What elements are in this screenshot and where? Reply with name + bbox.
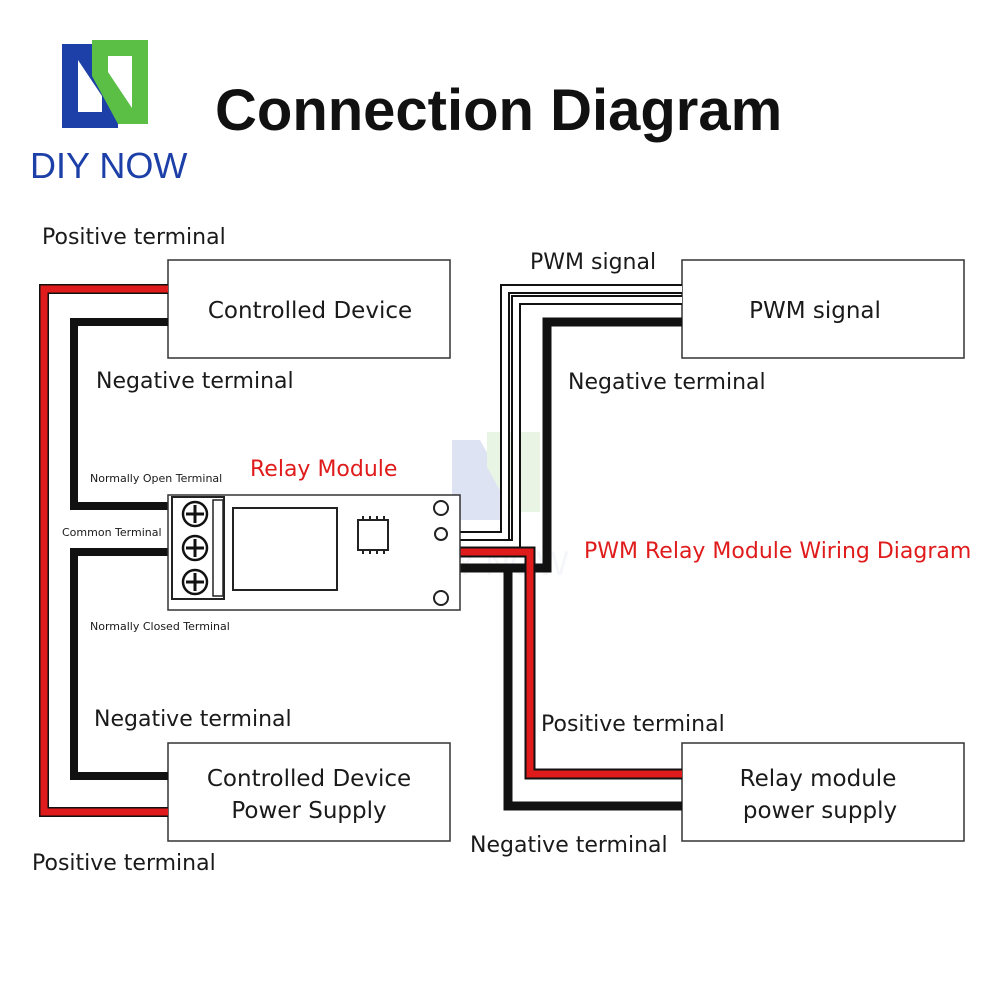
controlled-device-power-supply-line1: Controlled Device [207,766,411,792]
label-negative-terminal-pwm: Negative terminal [568,370,766,395]
label-negative-terminal-top: Negative terminal [96,369,294,394]
relay-module-power-supply-line2: power supply [743,798,897,824]
right-wires [440,284,682,811]
logo-green-stroke [92,40,148,124]
relay-module-power-supply-box [681,742,965,842]
label-pwm-signal-wire: PWM signal [530,250,656,275]
controlled-device-power-supply-box [167,742,451,842]
screw-terminal-nc [181,568,209,596]
label-common: Common Terminal [62,526,162,539]
relay-module-power-supply-line1: Relay module [740,766,897,792]
logo-blue-stroke [62,44,118,128]
negative-wire-supply [70,548,180,780]
brand-logo: DIY NOW [30,40,187,186]
screw-terminal-com [181,534,209,562]
label-negative-terminal-relay-psu: Negative terminal [470,833,668,858]
relay-component [232,507,338,591]
controlled-device-label: Controlled Device [208,298,412,324]
pwm-signal-box [681,259,965,359]
signal-wire-inner [450,286,682,539]
controlled-device-box [167,259,451,359]
positive-wire-relay [440,548,682,778]
negative-wire-relay [440,563,682,811]
left-wires [39,284,180,817]
board-hole-top [433,500,449,516]
label-relay-module: Relay Module [250,457,397,482]
label-positive-terminal-top: Positive terminal [42,225,226,250]
label-positive-terminal-supply: Positive terminal [32,851,216,876]
label-negative-terminal-supply: Negative terminal [94,707,292,732]
positive-wire-left [40,285,168,816]
screw-terminal-no [181,500,209,528]
relay-module-board [167,494,461,611]
label-normally-closed: Normally Closed Terminal [90,620,230,633]
ic-chip [357,516,389,554]
terminal-block-side [212,499,224,597]
label-normally-open: Normally Open Terminal [90,472,222,485]
label-positive-terminal-relay-psu: Positive terminal [541,712,725,737]
page-title: Connection Diagram [215,78,782,143]
label-wiring-caption: PWM Relay Module Wiring Diagram [584,539,971,564]
positive-wire-relay-outline [440,546,682,780]
brand-name: DIY NOW [30,145,187,186]
negative-wire-device [70,318,180,510]
board-hole-bottom [433,590,449,606]
controlled-device-power-supply-line2: Power Supply [231,798,386,824]
signal-wire2-inner [450,297,682,547]
pwm-signal-box-label: PWM signal [749,298,881,324]
board-pin-1 [434,527,448,541]
